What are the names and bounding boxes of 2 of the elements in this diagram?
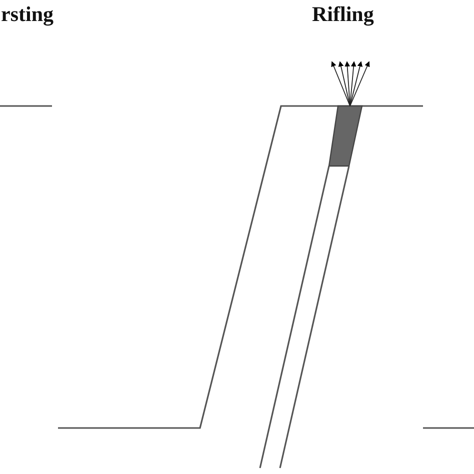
section-heading: rsting — [1, 2, 54, 27]
section-heading: Rifling — [312, 2, 374, 27]
